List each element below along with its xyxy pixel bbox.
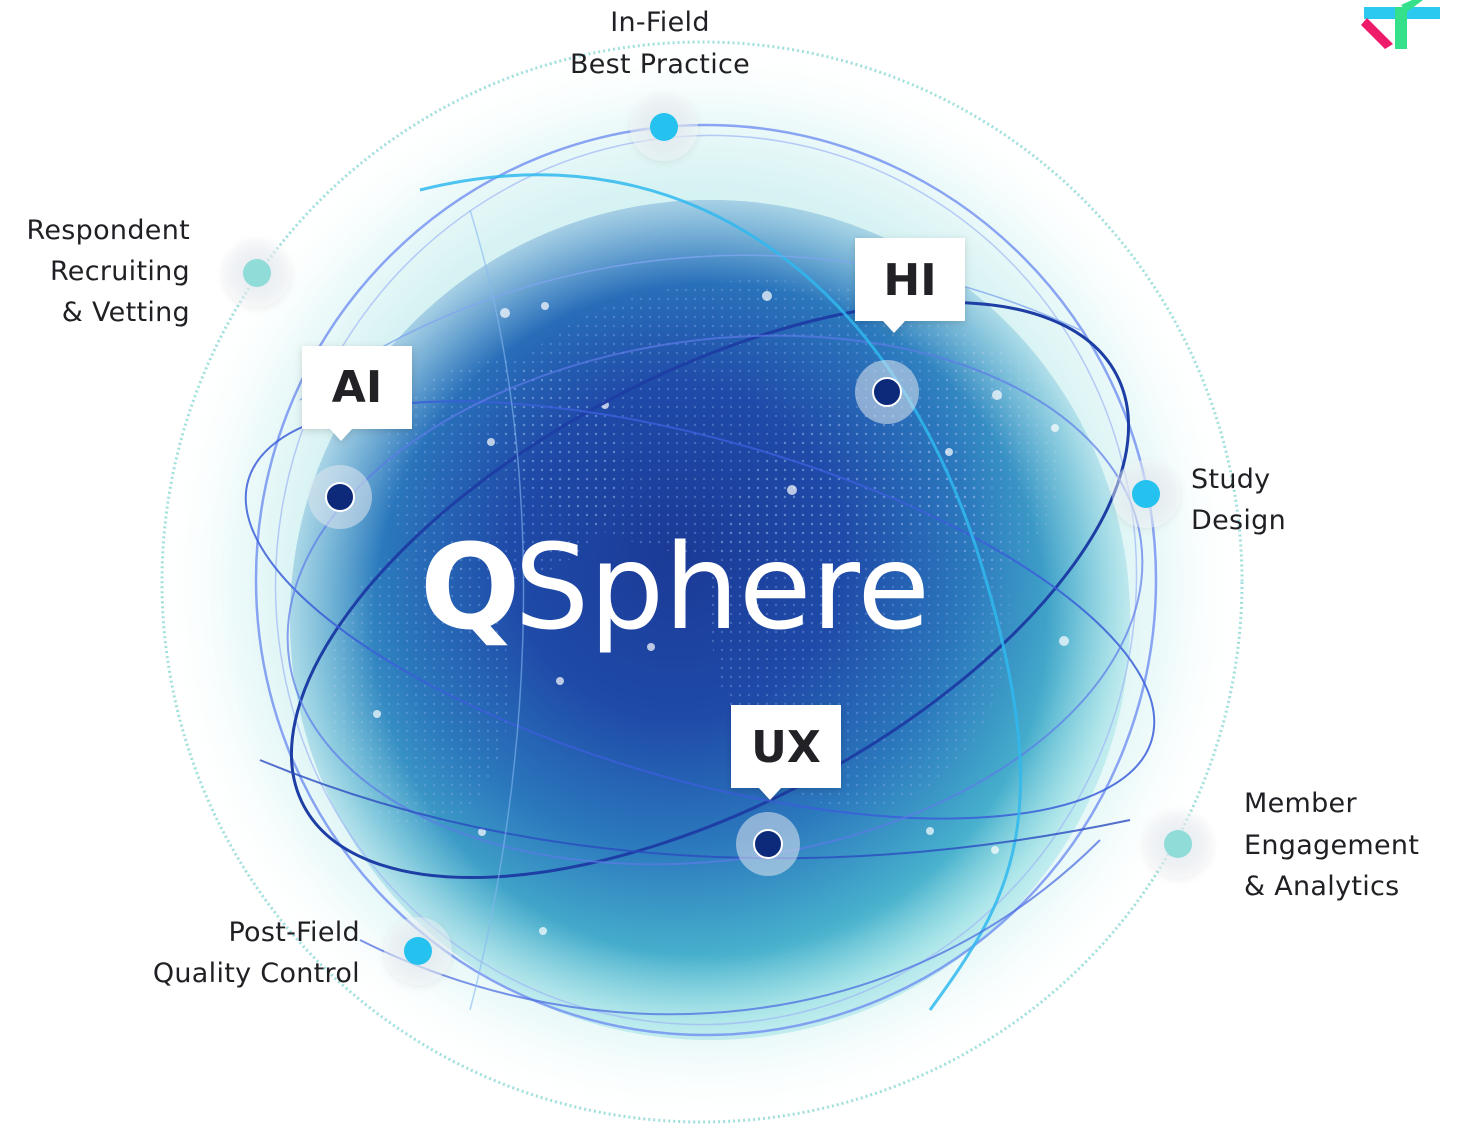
node-study-design[interactable] <box>1112 460 1180 528</box>
node-ux[interactable] <box>736 812 800 876</box>
brand-prefix: Q <box>420 518 520 656</box>
node-in-field[interactable] <box>630 93 698 161</box>
label-post-field-line1: Post-Field <box>228 917 360 948</box>
label-member-line3: & Analytics <box>1244 871 1400 902</box>
tag-ux: UX <box>731 705 841 800</box>
sphere-rim-highlight <box>290 200 1130 1040</box>
node-post-field[interactable] <box>384 917 452 985</box>
label-study-design-line2: Design <box>1191 505 1286 536</box>
tag-ux-label: UX <box>751 722 821 773</box>
label-in-field-line2: Best Practice <box>570 49 750 80</box>
node-member[interactable] <box>1144 810 1212 878</box>
label-respondent-line2: Recruiting <box>50 256 190 287</box>
orbit-lines <box>244 123 1158 1037</box>
tag-hi-label: HI <box>883 255 936 306</box>
label-post-field-line2: Quality Control <box>153 958 360 989</box>
label-in-field-line1: In-Field <box>610 7 710 38</box>
label-study-design: Study Design <box>1191 464 1286 536</box>
tag-ai: AI <box>302 346 412 441</box>
sparkle-dots <box>373 291 1069 935</box>
label-member: Member Engagement & Analytics <box>1244 788 1419 902</box>
node-hi[interactable] <box>855 360 919 424</box>
label-post-field: Post-Field Quality Control <box>153 917 360 989</box>
tag-hi: HI <box>855 238 965 333</box>
label-study-design-line1: Study <box>1191 464 1270 495</box>
label-in-field: In-Field Best Practice <box>570 7 750 80</box>
label-respondent: Respondent Recruiting & Vetting <box>27 215 190 328</box>
outer-dotted-ring <box>160 40 1244 1124</box>
node-respondent[interactable] <box>223 239 291 307</box>
brand-suffix: Sphere <box>514 518 930 656</box>
node-ai[interactable] <box>308 465 372 529</box>
asterisk-arrow-logo-icon <box>1361 0 1440 49</box>
label-respondent-line3: & Vetting <box>62 297 190 328</box>
label-member-line1: Member <box>1244 788 1357 819</box>
brand-wordmark: QSphere <box>420 518 930 656</box>
tag-ai-label: AI <box>332 362 382 413</box>
label-member-line2: Engagement <box>1244 830 1419 861</box>
label-respondent-line1: Respondent <box>27 215 190 246</box>
